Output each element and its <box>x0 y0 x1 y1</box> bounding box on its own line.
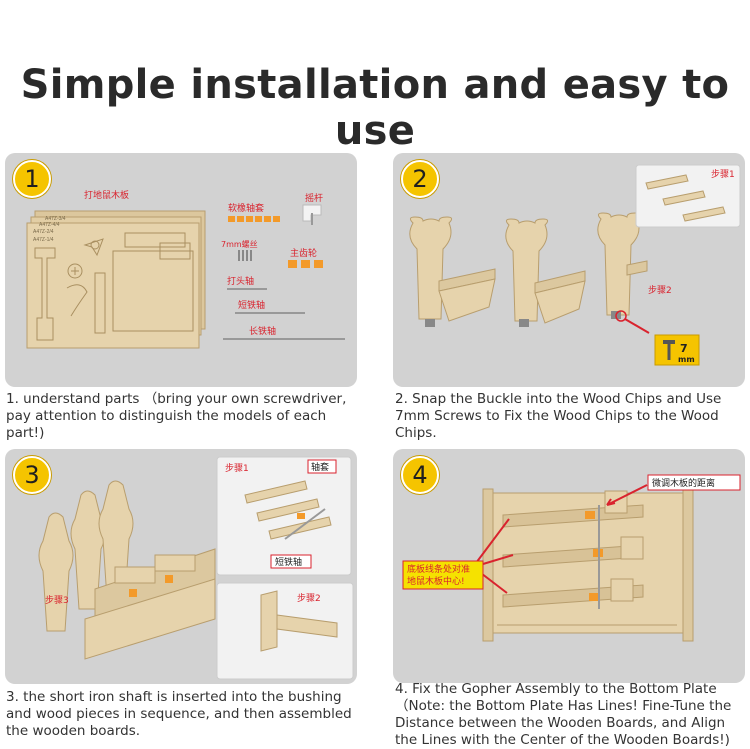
screw-size-badge <box>654 334 700 366</box>
adjust-callout <box>647 474 741 491</box>
label-gear: 主齿轮 <box>290 247 317 259</box>
label-screw: 7mm螺丝 <box>221 239 258 249</box>
step-2-illustration: 步骤1 步骤2 7 mm <box>409 164 741 366</box>
label-step-2: 步骤2 <box>297 593 321 604</box>
label-bushing: 轴套 <box>311 461 329 473</box>
step-number-badge: 2 <box>401 160 439 198</box>
label-rocker: 摇杆 <box>305 192 323 204</box>
step-2-panel: 步骤1 步骤2 7 mm 2 <box>393 153 745 387</box>
label-board: 打地鼠木板 <box>84 189 129 201</box>
step-3-panel: 步骤3 步骤1 轴套 短铁轴 步骤2 3 <box>5 449 357 684</box>
step-1-illustration: A47Z-3/4 A47Z-4/4 A47Z-2/4 A47Z-1/4 <box>26 189 345 349</box>
label-step-1: 步骤1 <box>711 169 735 180</box>
part-code: A47Z-4/4 <box>39 222 60 228</box>
step-3-illustration: 步骤3 步骤1 轴套 短铁轴 步骤2 <box>38 456 354 680</box>
part-code: A47Z-2/4 <box>33 229 54 235</box>
step-number-badge: 3 <box>13 456 51 494</box>
label-bushing: 软橡轴套 <box>228 202 264 214</box>
page-title: Simple installation and easy to use <box>20 62 730 154</box>
step-number-badge: 1 <box>13 160 51 198</box>
gopher-stand <box>505 218 586 327</box>
bushing-callout <box>307 459 337 474</box>
step-number-badge: 4 <box>401 456 439 494</box>
step-1-inset <box>216 456 352 576</box>
step-3-caption: 3. the short iron shaft is inserted into… <box>6 689 352 739</box>
step-4-illustration: 微调木板的距离 底板线条处对准 地鼠木板中心! <box>402 474 741 642</box>
gopher-stand <box>597 212 648 319</box>
part-code: A47Z-1/4 <box>33 237 54 243</box>
label-short-shaft: 短铁轴 <box>238 299 265 311</box>
step-1-panel: A47Z-3/4 A47Z-4/4 A47Z-2/4 A47Z-1/4 <box>5 153 357 387</box>
label-step-2: 步骤2 <box>648 285 672 296</box>
short-shaft-callout <box>270 554 312 569</box>
label-short-shaft: 短铁轴 <box>275 556 302 568</box>
step-2-caption: 2. Snap the Buckle into the Wood Chips a… <box>395 391 722 441</box>
bushing-row <box>228 216 280 222</box>
step-2-inset <box>216 582 354 680</box>
label-step-3: 步骤3 <box>45 595 69 606</box>
align-callout <box>402 560 484 590</box>
label-step-1: 步骤1 <box>225 463 249 474</box>
label-align-line2: 地鼠木板中心! <box>407 575 465 587</box>
step-4-caption: 4. Fix the Gopher Assembly to the Bottom… <box>395 681 732 748</box>
gopher-arm <box>502 536 644 568</box>
step-4-panel: 微调木板的距离 底板线条处对准 地鼠木板中心! 4 <box>393 449 745 683</box>
step-1-caption: 1. understand parts （bring your own scre… <box>6 391 347 441</box>
gopher-stand <box>409 216 496 327</box>
screws <box>238 250 252 261</box>
gopher-arm <box>502 490 644 528</box>
screw-size-value: 7 <box>680 342 688 355</box>
screw-size-unit: mm <box>678 355 695 364</box>
label-align-line1: 底板线条处对准 <box>407 563 470 575</box>
gopher-arm <box>502 578 644 608</box>
label-adjust: 微调木板的距离 <box>652 477 715 489</box>
label-long-shaft: 长铁轴 <box>249 325 276 337</box>
part-code: A47Z-3/4 <box>45 216 66 222</box>
label-head-shaft: 打头轴 <box>227 275 254 287</box>
